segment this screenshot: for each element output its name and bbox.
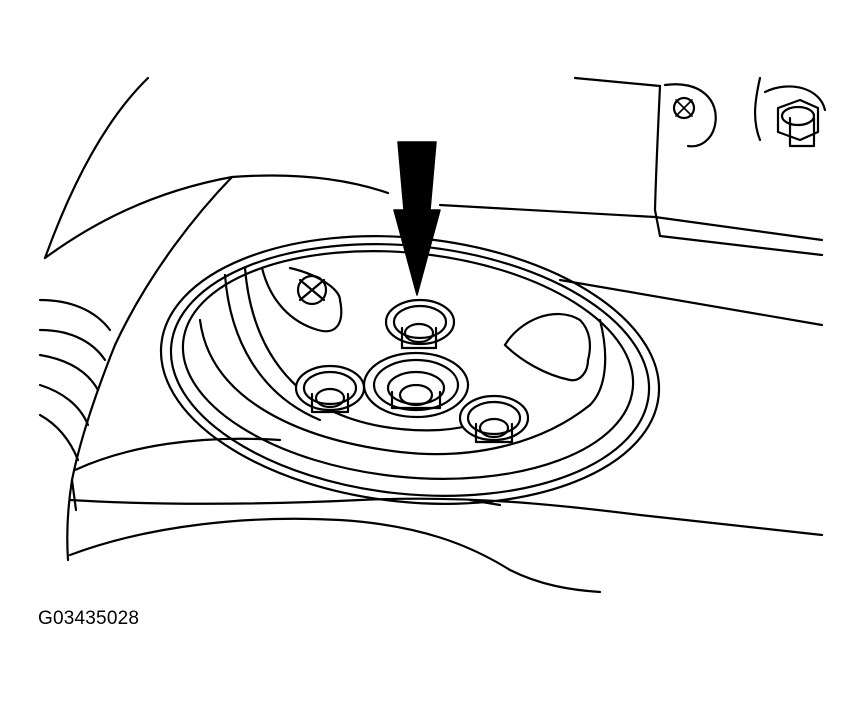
mount-nut-left — [294, 364, 366, 414]
mount-nut-top — [384, 298, 456, 350]
body-panel — [38, 76, 824, 594]
panel-bolt-right-2 — [763, 85, 827, 148]
figure-code-label: G03435028 — [38, 608, 140, 629]
down-arrow-icon — [393, 141, 441, 296]
panel-bolt-right-1 — [663, 83, 717, 148]
mount-nut-right — [458, 394, 530, 444]
mount-nut-center — [362, 351, 470, 419]
